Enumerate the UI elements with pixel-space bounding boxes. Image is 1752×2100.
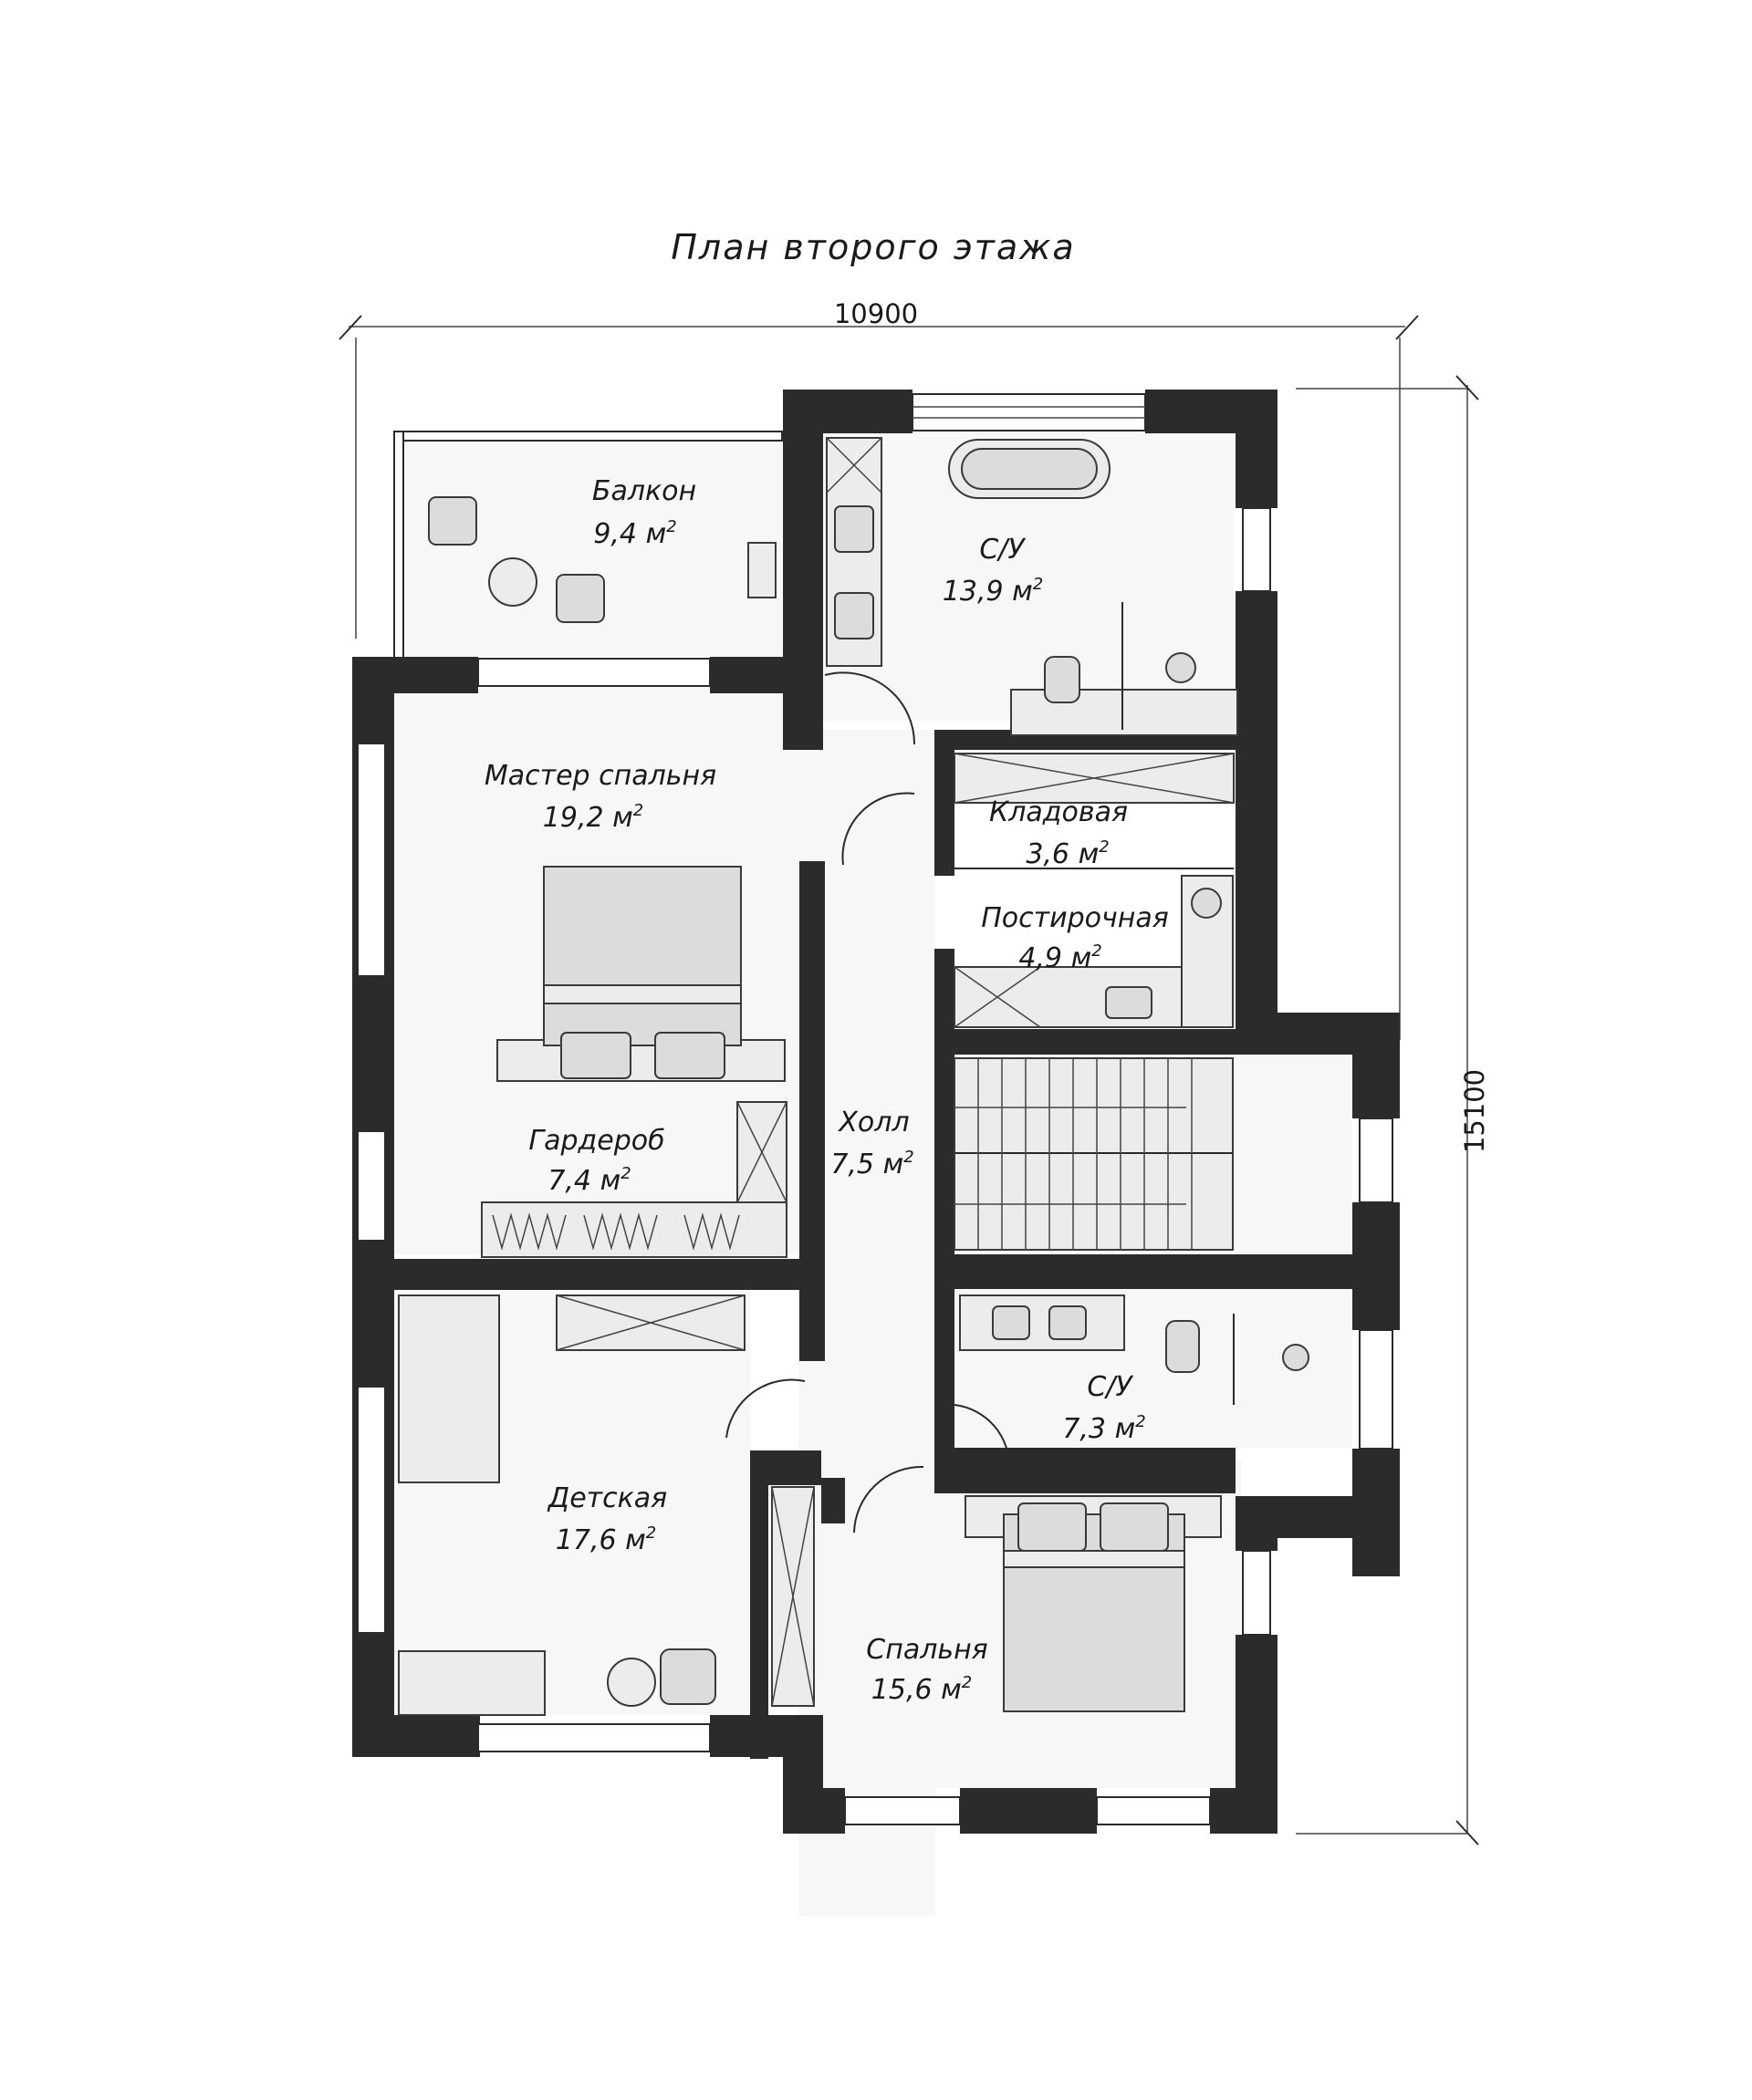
- room-name-storage: Кладовая: [989, 796, 1128, 828]
- room-area-hall: 7,5 м2: [830, 1148, 913, 1180]
- laundry-fixtures: [954, 875, 1234, 1028]
- height-dimension: 15100: [1296, 375, 1490, 1845]
- bath2-fixtures: [959, 1294, 1309, 1405]
- room-area-kids: 17,6 м2: [556, 1523, 656, 1556]
- room-name-laundry: Постирочная: [981, 902, 1169, 934]
- room-area-laundry: 4,9 м2: [1018, 941, 1101, 974]
- master-bed: [496, 866, 786, 1082]
- room-area-storage: 3,6 м2: [1026, 837, 1109, 870]
- room-name-kids: Детская: [547, 1482, 667, 1514]
- height-dimension-label: 15100: [1459, 1069, 1490, 1153]
- staircase: [954, 1057, 1234, 1251]
- room-area-balcony: 9,4 м2: [593, 517, 676, 550]
- room-name-balcony: Балкон: [592, 475, 696, 507]
- room-area-master: 19,2 м2: [543, 801, 643, 834]
- room-name-bath2: С/У: [1087, 1371, 1133, 1403]
- room-area-wardrobe: 7,4 м2: [548, 1164, 631, 1197]
- doors: [725, 671, 1011, 1533]
- room-area-bedroom: 15,6 м2: [871, 1673, 972, 1706]
- width-dimension-label: 10900: [834, 298, 918, 329]
- plan-title: План второго этажа: [671, 227, 1075, 267]
- room-name-master: Мастер спальня: [485, 760, 716, 792]
- room-name-bath1: С/У: [979, 534, 1026, 566]
- room-name-wardrobe: Гардероб: [528, 1125, 664, 1157]
- kids-furniture: [398, 1294, 815, 1716]
- wardrobe-fixtures: [481, 1101, 787, 1258]
- width-dimension: 10900: [339, 298, 1419, 1040]
- storage-shelves: [944, 753, 1235, 869]
- balcony-furniture: [428, 496, 777, 623]
- bath1-fixtures: [826, 437, 1238, 736]
- room-name-bedroom: Спальня: [866, 1634, 987, 1666]
- room-name-hall: Холл: [837, 1107, 909, 1138]
- windows: [357, 393, 1393, 1825]
- room-area-bath1: 13,9 м2: [943, 575, 1043, 608]
- room-area-bath2: 7,3 м2: [1062, 1412, 1145, 1445]
- bedroom-bed: [965, 1495, 1222, 1712]
- room-labels: Балкон 9,4 м2 С/У 13,9 м2 Мастер спальня…: [485, 475, 1169, 1706]
